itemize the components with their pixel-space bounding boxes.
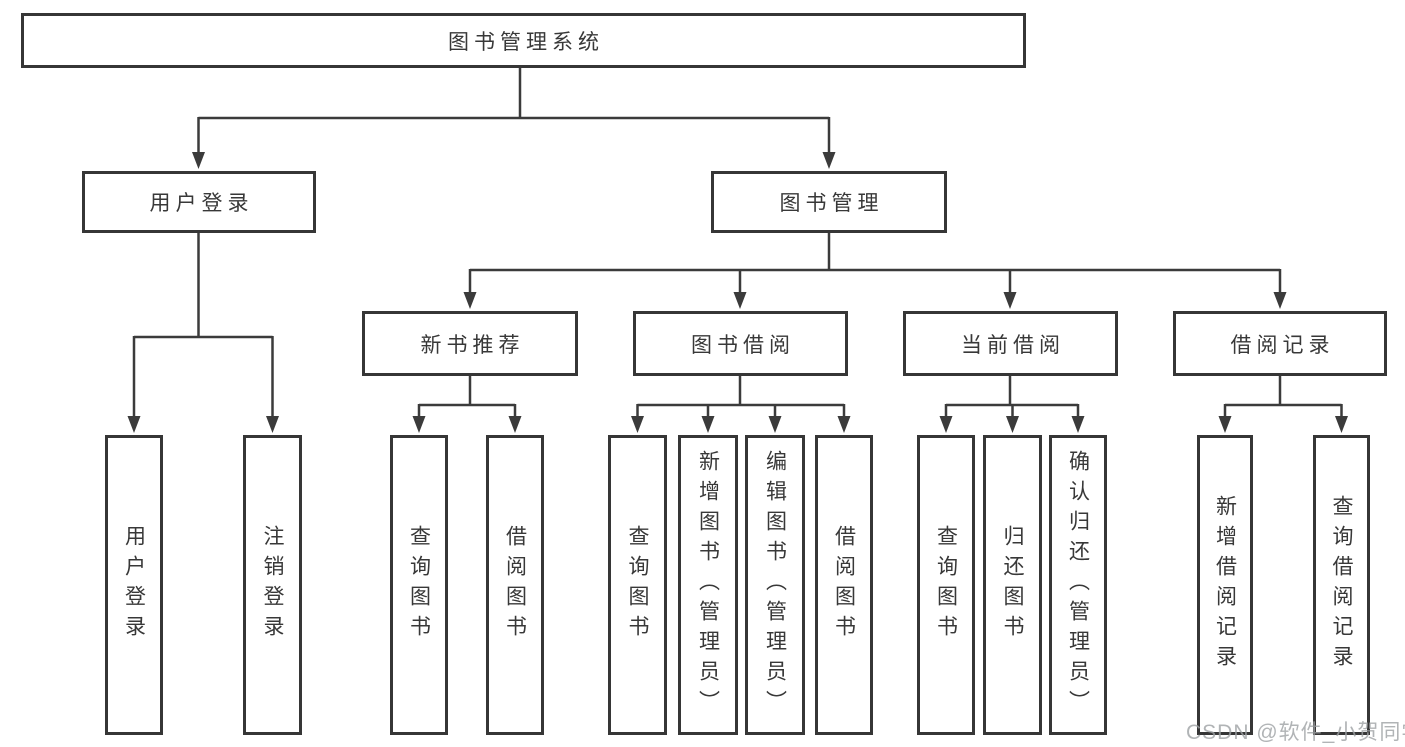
node-leaf-query-books-current: 查询图书 bbox=[917, 435, 975, 735]
node-current-borrowing: 当前借阅 bbox=[903, 311, 1118, 376]
node-new-book-recommend: 新书推荐 bbox=[362, 311, 578, 376]
node-leaf-add-books-admin: 新增图书（管理员） bbox=[678, 435, 738, 735]
csdn-watermark: CSDN @软件_小贺同学 bbox=[1186, 721, 1405, 744]
node-leaf-user-login: 用户登录 bbox=[105, 435, 163, 735]
node-label: 查询图书 bbox=[626, 525, 649, 645]
node-leaf-add-borrow-record: 新增借阅记录 bbox=[1197, 435, 1253, 735]
node-leaf-return-books: 归还图书 bbox=[983, 435, 1042, 735]
node-borrowing-records: 借阅记录 bbox=[1173, 311, 1387, 376]
node-leaf-borrow-books-recommend: 借阅图书 bbox=[486, 435, 544, 735]
node-leaf-query-books-recommend: 查询图书 bbox=[390, 435, 448, 735]
node-book-management: 图书管理 bbox=[711, 171, 947, 233]
node-label: 注销登录 bbox=[261, 525, 284, 645]
node-label: 图书借阅 bbox=[691, 333, 795, 357]
node-user-login: 用户登录 bbox=[82, 171, 316, 233]
node-label: 新增借阅记录 bbox=[1213, 495, 1237, 675]
node-label: 用户登录 bbox=[149, 192, 254, 215]
node-label: 借阅图书 bbox=[832, 525, 856, 645]
node-leaf-query-borrow-record: 查询借阅记录 bbox=[1313, 435, 1370, 735]
node-label: 查询图书 bbox=[407, 525, 431, 645]
node-label: 查询借阅记录 bbox=[1330, 495, 1353, 675]
node-label: 编辑图书（管理员） bbox=[763, 450, 787, 720]
node-label: 借阅记录 bbox=[1230, 333, 1335, 357]
node-label: 图书管理系统 bbox=[448, 30, 604, 54]
node-label: 查询图书 bbox=[934, 525, 958, 645]
node-leaf-edit-books-admin: 编辑图书（管理员） bbox=[745, 435, 805, 735]
arrowheads bbox=[127, 152, 1348, 433]
node-leaf-logout: 注销登录 bbox=[243, 435, 302, 735]
node-label: 归还图书 bbox=[1001, 525, 1024, 645]
node-leaf-query-books-borrowing: 查询图书 bbox=[608, 435, 667, 735]
node-leaf-borrow-books: 借阅图书 bbox=[815, 435, 873, 735]
node-label: 新书推荐 bbox=[420, 333, 525, 357]
node-label: 用户登录 bbox=[122, 525, 146, 645]
node-library-system: 图书管理系统 bbox=[21, 13, 1026, 68]
node-label: 借阅图书 bbox=[503, 525, 527, 645]
node-label: 当前借阅 bbox=[961, 333, 1065, 357]
node-label: 图书管理 bbox=[779, 192, 884, 215]
node-label: 确认归还（管理员） bbox=[1066, 450, 1090, 720]
node-leaf-confirm-return-admin: 确认归还（管理员） bbox=[1049, 435, 1107, 735]
node-book-borrowing: 图书借阅 bbox=[633, 311, 848, 376]
node-label: 新增图书（管理员） bbox=[696, 450, 720, 720]
